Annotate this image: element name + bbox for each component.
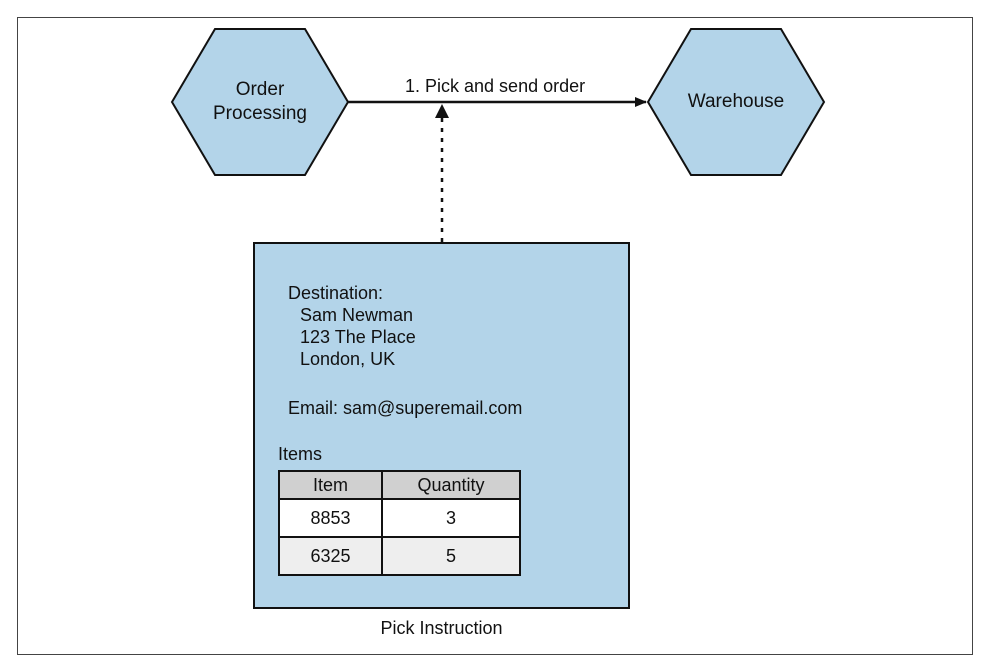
item-cell: 6325 — [278, 536, 383, 576]
items-table-header: Item Quantity — [278, 470, 521, 500]
destination-label: Destination: — [288, 283, 384, 303]
items-table: Item Quantity 8853 3 6325 5 — [278, 470, 521, 576]
email-line: Email: sam@superemail.com — [288, 398, 523, 418]
destination-street: 123 The Place — [300, 327, 416, 347]
order-processing-node-label: Order Processing — [213, 79, 307, 124]
items-title: Items — [278, 444, 323, 464]
quantity-cell: 3 — [381, 498, 521, 538]
table-row: 8853 3 — [278, 498, 521, 538]
pick-instruction-box: Destination: Sam Newman 123 The Place Lo… — [253, 242, 630, 609]
column-header-item: Item — [278, 470, 383, 500]
pick-instruction-caption: Pick Instruction — [380, 618, 503, 638]
column-header-quantity: Quantity — [381, 470, 521, 500]
warehouse-node-shape — [646, 28, 826, 176]
item-cell: 8853 — [278, 498, 383, 538]
warehouse-node-label: Warehouse — [687, 91, 785, 112]
destination-city: London, UK — [300, 349, 396, 369]
pick-and-send-order-label: 1. Pick and send order — [405, 76, 586, 96]
table-row: 6325 5 — [278, 536, 521, 576]
dotted-connector-arrowhead — [435, 104, 449, 118]
destination-block: Destination: Sam Newman 123 The Place Lo… — [288, 282, 416, 370]
quantity-cell: 5 — [381, 536, 521, 576]
destination-name: Sam Newman — [300, 305, 414, 325]
